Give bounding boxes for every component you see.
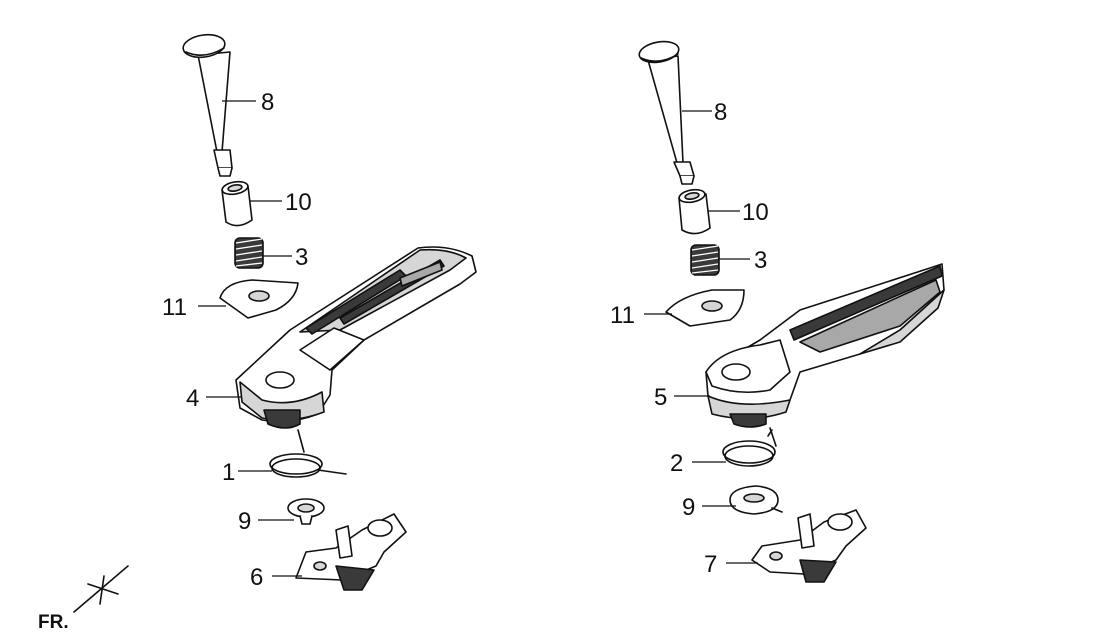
left-torsion-spring bbox=[269, 429, 347, 478]
callout-left-washer: 9 bbox=[238, 508, 251, 535]
front-direction-label: FR. bbox=[38, 612, 69, 633]
callout-right-pin: 8 bbox=[714, 99, 727, 126]
left-pin bbox=[182, 33, 233, 177]
callout-left-torsion-spring: 1 bbox=[222, 459, 235, 486]
callout-right-plate: 11 bbox=[610, 302, 635, 329]
right-pin bbox=[638, 40, 695, 185]
left-washer bbox=[287, 498, 325, 525]
callout-left-collar: 10 bbox=[285, 189, 312, 216]
left-coil-spring bbox=[234, 237, 264, 269]
front-direction-indicator: FR. bbox=[38, 565, 129, 633]
left-assembly: 8 10 3 11 4 1 9 6 bbox=[162, 33, 477, 591]
right-torsion-spring bbox=[722, 427, 777, 467]
right-leaders bbox=[644, 110, 758, 564]
left-plate bbox=[219, 279, 299, 319]
left-collar bbox=[221, 180, 253, 227]
right-coil-spring bbox=[690, 244, 720, 276]
callout-left-bracket: 6 bbox=[250, 564, 263, 591]
callout-right-collar: 10 bbox=[742, 199, 769, 226]
callout-left-pin: 8 bbox=[261, 89, 274, 116]
right-collar bbox=[678, 188, 711, 235]
callout-right-spring: 3 bbox=[754, 247, 767, 274]
callout-right-footrest: 5 bbox=[654, 384, 667, 411]
left-bracket bbox=[295, 513, 407, 591]
right-assembly: 8 10 3 11 5 2 9 7 bbox=[610, 40, 945, 583]
left-leaders bbox=[198, 100, 302, 577]
callout-right-bracket: 7 bbox=[704, 551, 717, 578]
right-bracket bbox=[751, 509, 867, 583]
front-direction-arrow-icon bbox=[73, 565, 129, 613]
left-footrest bbox=[235, 246, 477, 429]
callout-left-spring: 3 bbox=[295, 244, 308, 271]
right-footrest bbox=[705, 263, 945, 428]
right-washer bbox=[729, 485, 783, 515]
callout-left-plate: 11 bbox=[162, 294, 187, 321]
callout-left-footrest: 4 bbox=[186, 385, 199, 412]
right-plate bbox=[665, 289, 745, 327]
callout-right-washer: 9 bbox=[682, 494, 695, 521]
callout-right-torsion-spring: 2 bbox=[670, 450, 683, 477]
